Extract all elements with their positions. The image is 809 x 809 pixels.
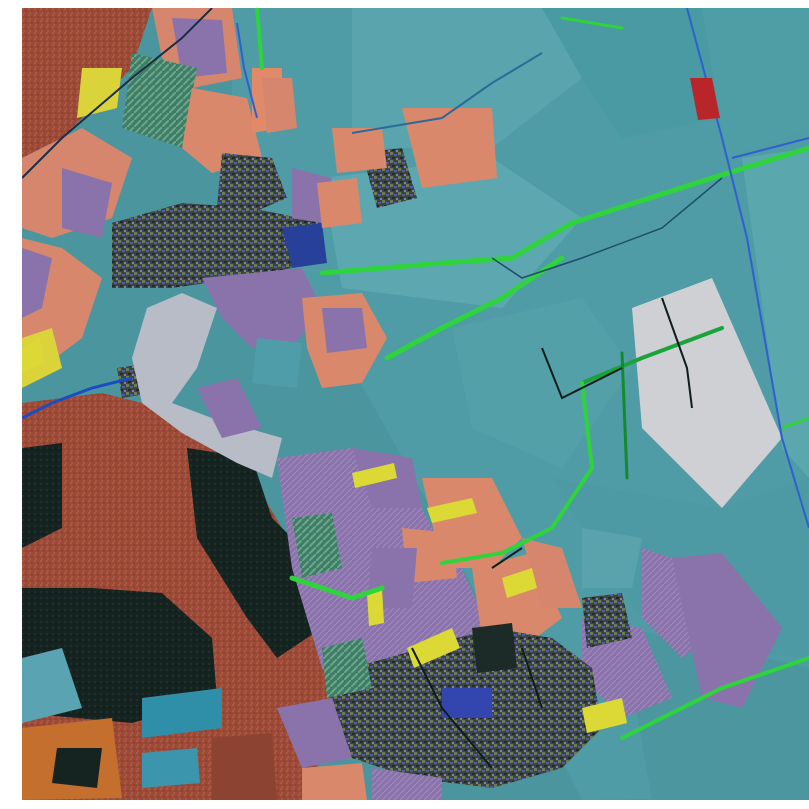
middle-crop-mosaic: [197, 78, 497, 438]
map-svg: [22, 8, 809, 800]
south-village: [277, 593, 632, 800]
big-forest-south-west: [22, 393, 332, 800]
arable-and-forest-west: [22, 8, 282, 388]
land-cover-map[interactable]: [22, 8, 809, 800]
dark-tracks: [411, 297, 693, 769]
red-field-north-east: [690, 78, 720, 120]
roads-and-hedges: [255, 8, 809, 740]
yellow-fields: [22, 338, 627, 733]
